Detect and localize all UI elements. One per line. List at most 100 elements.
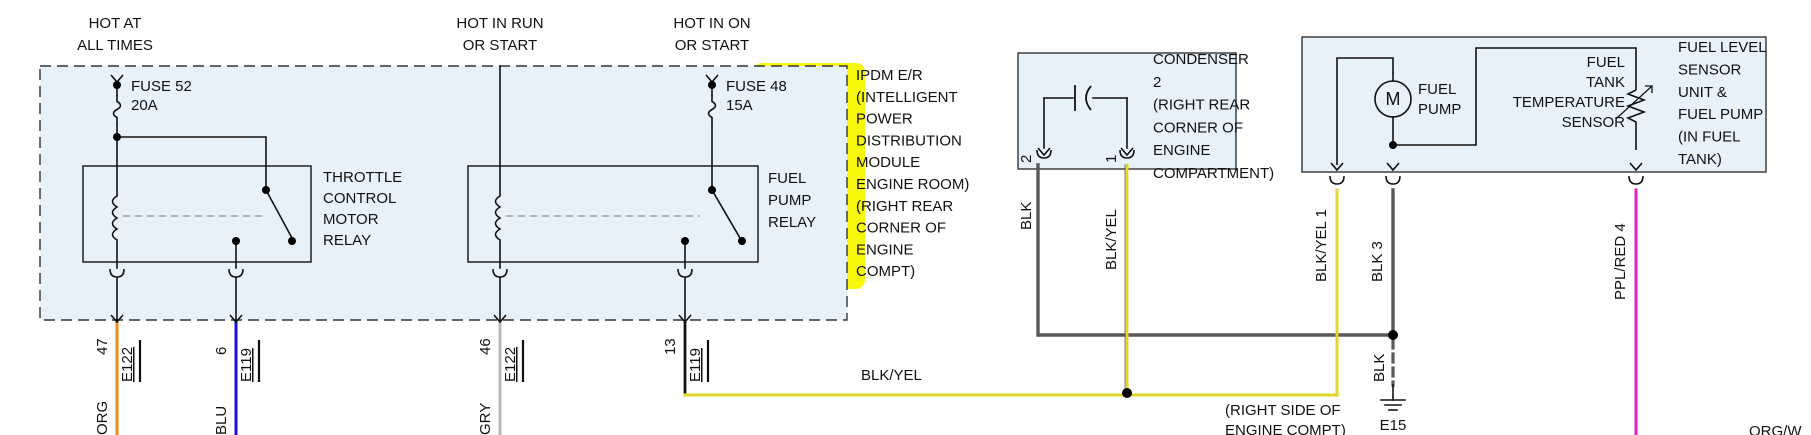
ipdm-label-line-9: COMPT) [856, 263, 915, 280]
condenser-label-line-2: (RIGHT REAR [1153, 97, 1250, 114]
condenser-label-line-1: 2 [1153, 74, 1161, 91]
fuel-unit-label-line-3: FUEL PUMP [1678, 106, 1763, 123]
sensor-label-line-1: TANK [1586, 74, 1625, 91]
fuel-pump-relay-label-line-2: RELAY [768, 214, 816, 231]
connector-arrow-3 [678, 314, 692, 324]
connector-wire-2: GRY [477, 403, 494, 435]
connector-pin-2: 46 [477, 338, 494, 355]
fuel-pump-relay-box [467, 165, 759, 263]
ipdm-label-line-6: (RIGHT REAR [856, 198, 953, 215]
sensor-variable-arrow [1616, 85, 1653, 119]
ipdm-label-line-5: ENGINE ROOM) [856, 176, 969, 193]
condenser-label-line-3: CORNER OF [1153, 119, 1243, 136]
fuse52-symbol [112, 95, 122, 124]
connector-wire-0: ORG [94, 401, 111, 435]
fuse52-out-dot [113, 133, 121, 141]
fuse52-label-line-0: FUSE 52 [131, 78, 192, 95]
throttle-relay-label-line-2: MOTOR [323, 211, 379, 228]
feed-dot-1 [113, 81, 121, 89]
ipdm-connector-3 [677, 268, 693, 278]
fuel-pump-label-line-1: PUMP [1418, 101, 1461, 118]
fuel-unit-pin-1: BLK 3 [1369, 241, 1386, 282]
fuel-pump-label-line-0: FUEL [1418, 81, 1456, 98]
wires [115, 65, 1653, 435]
ipdm-connector-2 [492, 268, 508, 278]
fuel-unit-pin-0: BLK/YEL 1 [1313, 209, 1330, 282]
condenser-wire-blkyel: BLK/YEL [1103, 209, 1120, 270]
ipdm-label-line-2: POWER [856, 111, 913, 128]
pump-feed-wire [1336, 57, 1394, 165]
sensor-label-line-0: FUEL [1587, 54, 1625, 71]
source-hot-in-run-line-1: OR START [463, 37, 537, 54]
connector-id-2: E122 [502, 347, 519, 382]
throttle-relay-label-line-0: THROTTLE [323, 169, 402, 186]
ground-wire-label: BLK [1371, 354, 1388, 382]
source-hot-in-on-line-0: HOT IN ON [673, 15, 750, 32]
throttle-relay-label-line-1: CONTROL [323, 190, 396, 207]
ipdm-label-line-3: DISTRIBUTION [856, 132, 962, 149]
ground-splice-dot [1388, 330, 1398, 340]
fuel-relay-switch-arm [710, 188, 742, 240]
fuel-pump-relay-coil [494, 195, 502, 241]
condenser-label-line-5: COMPARTMENT) [1153, 165, 1274, 182]
connector-arrow-0 [110, 314, 124, 324]
fuel-unit-connector-1 [1385, 175, 1401, 185]
ipdm-label-line-7: CORNER OF [856, 220, 946, 237]
condenser-pin-2: 2 [1018, 155, 1035, 163]
condenser-arrow-1 [1120, 147, 1134, 157]
throttle-contact-fixed [288, 237, 296, 245]
throttle-relay-label-line-3: RELAY [323, 232, 371, 249]
sensor-variable-arrowhead [1645, 85, 1653, 93]
fuse48-symbol [707, 95, 717, 124]
connector-arrow-2 [493, 314, 507, 324]
throttle-contact-feed [117, 136, 267, 190]
fuel-unit-label-line-0: FUEL LEVEL [1678, 39, 1767, 56]
throttle-switch-arm [264, 188, 294, 240]
condenser-connector-1 [1119, 149, 1135, 159]
connector-arrow-1 [229, 314, 243, 324]
ipdm-label-line-4: MODULE [856, 154, 920, 171]
fuel-pump-motor [1374, 80, 1412, 118]
ipdm-connector-1 [228, 268, 244, 278]
fuel-unit-connector-2 [1628, 175, 1644, 185]
throttle-relay-box [82, 165, 312, 263]
fuel-unit-pin-2: PPL/RED 4 [1612, 223, 1629, 300]
motor-symbol: M [1386, 89, 1401, 109]
throttle-contact-out [232, 237, 240, 245]
source-hot-at-all-times-line-0: HOT AT [89, 15, 142, 32]
fuel-relay-contact-out [681, 237, 689, 245]
condenser-wire-blk: BLK [1018, 202, 1035, 230]
connector-pin-0: 47 [94, 338, 111, 355]
connector-pin-1: 6 [213, 347, 230, 355]
throttle-contact-pivot [262, 186, 270, 194]
connector-wire-1: BLU [213, 406, 230, 435]
condenser-pin-1: 1 [1103, 155, 1120, 163]
connector-pin-3: 13 [662, 338, 679, 355]
sensor-return-wire [1393, 47, 1637, 146]
source-hot-at-all-times-line-1: ALL TIMES [77, 37, 153, 54]
fuel-unit-connector-0 [1329, 175, 1345, 185]
fuel-unit-arrow-0 [1330, 162, 1344, 172]
connector-id-3: E119 [687, 348, 704, 382]
ground-location-line-1: ENGINE COMPT) [1225, 422, 1346, 435]
connector-id-1: E119 [238, 348, 255, 382]
fuse52-label-line-1: 20A [131, 97, 158, 114]
fuel-relay-contact-fixed [738, 237, 746, 245]
ground-location-line-0: (RIGHT SIDE OF [1225, 402, 1341, 419]
fuel-unit-arrow-1 [1386, 162, 1400, 172]
temperature-sensor-resistor [1625, 89, 1647, 150]
fuse48-label-line-0: FUSE 48 [726, 78, 787, 95]
ipdm-label-line-0: IPDM E/R [856, 67, 923, 84]
sensor-label-line-3: SENSOR [1562, 114, 1626, 131]
fuel-unit-label-line-4: (IN FUEL [1678, 129, 1741, 146]
condenser-label-line-0: CONDENSER [1153, 51, 1249, 68]
ipdm-label-line-8: ENGINE [856, 241, 914, 258]
fuel-unit-label-line-5: TANK) [1678, 151, 1722, 168]
condenser-plate-2 [1085, 85, 1092, 111]
edge-label: ORG/W [1749, 423, 1802, 435]
ipdm-label-line-1: (INTELLIGENT [856, 89, 958, 106]
fuse48-label-line-1: 15A [726, 97, 753, 114]
components [82, 47, 1653, 398]
fuel-unit-box [1301, 36, 1767, 173]
